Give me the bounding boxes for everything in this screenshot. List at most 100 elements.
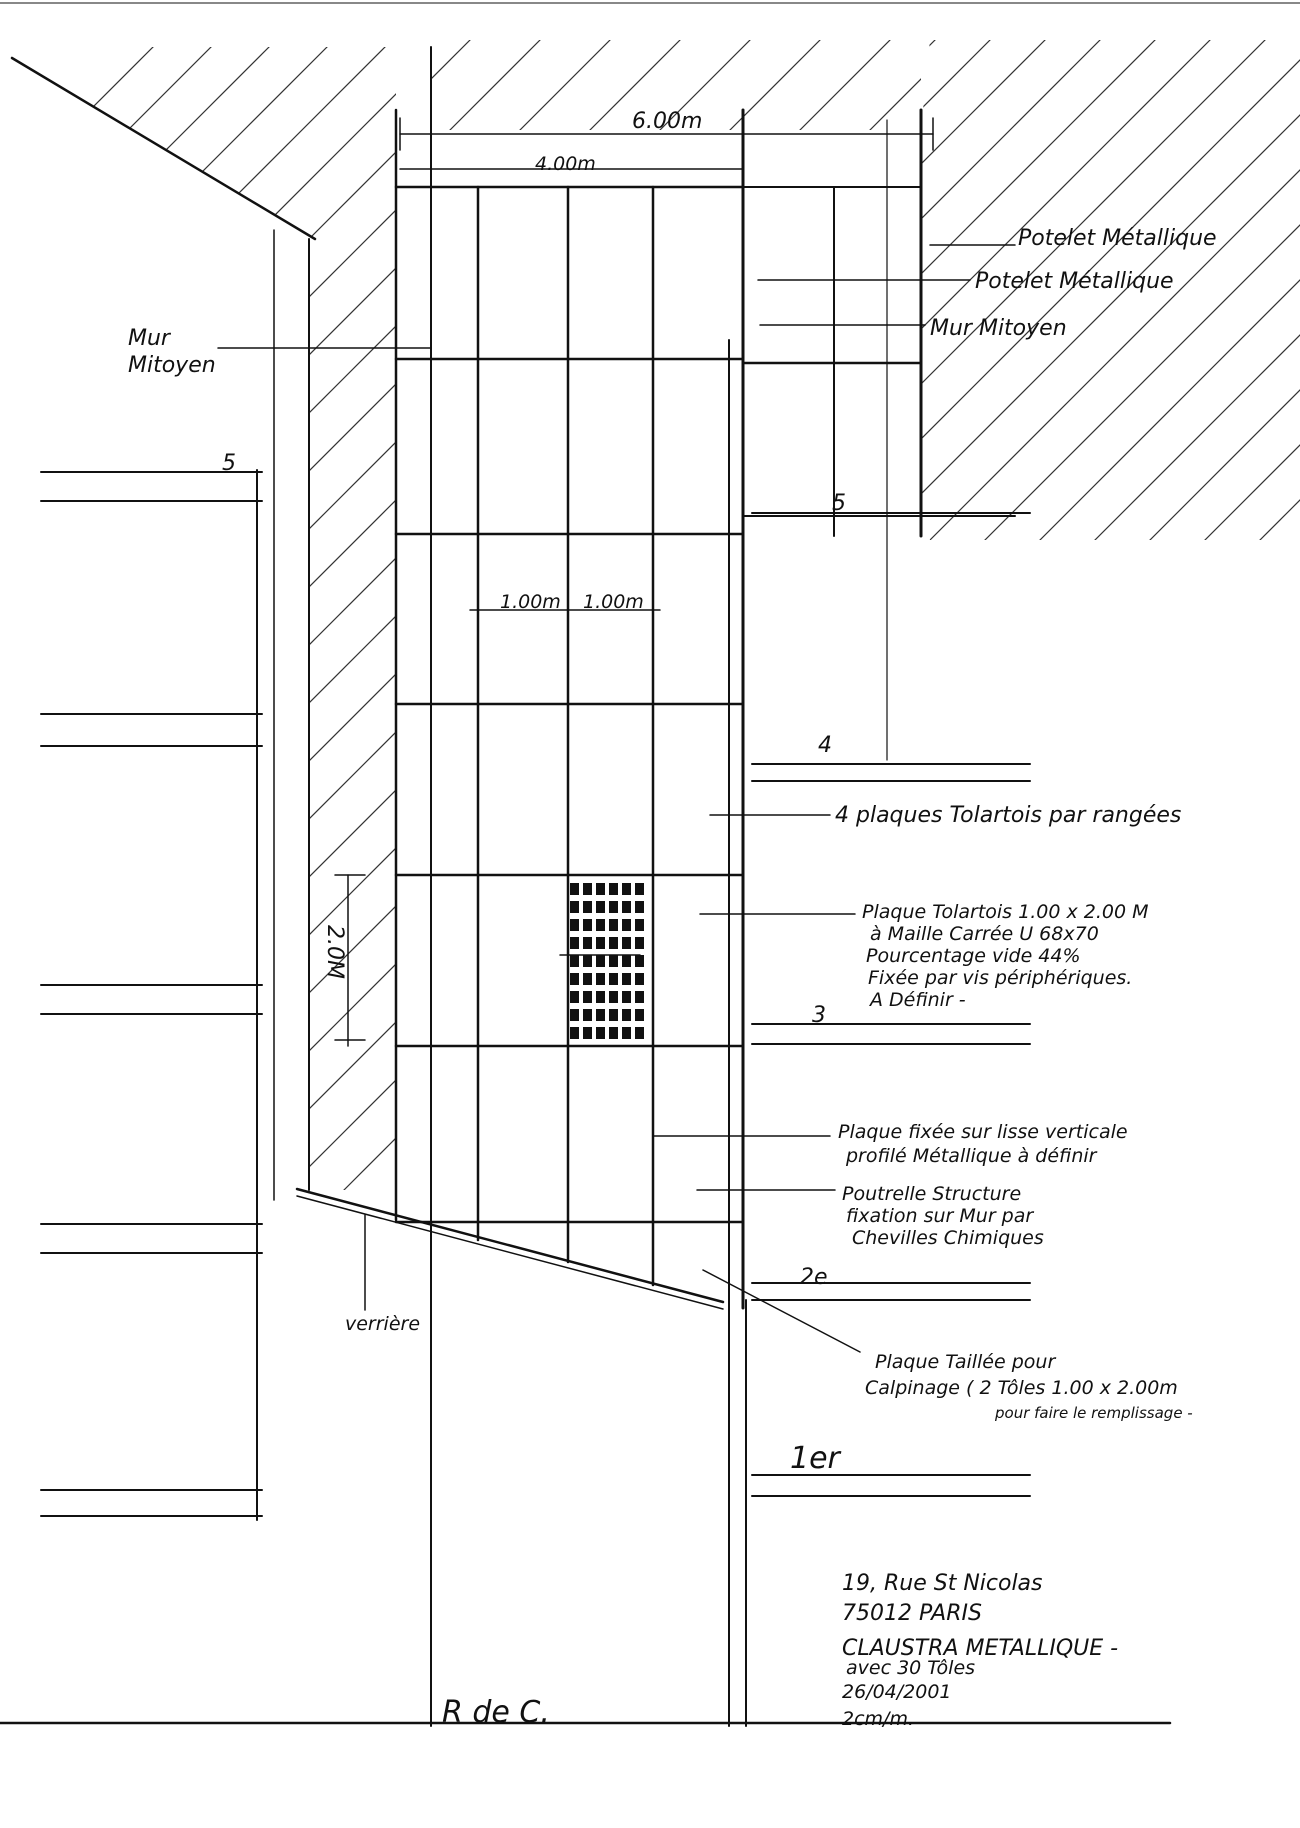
mesh-plate-pattern <box>570 883 644 1039</box>
mesh-cell <box>622 901 631 913</box>
svg-text:Plaque fixée sur lisse vertica: Plaque fixée sur lisse verticale <box>838 1121 1128 1143</box>
mesh-cell <box>596 973 605 985</box>
svg-text:Fixée par vis périphériques.: Fixée par vis périphériques. <box>868 967 1132 989</box>
poutrelle-note: Poutrelle Structure fixation sur Mur par… <box>842 1183 1044 1249</box>
mesh-cell <box>635 973 644 985</box>
hatch-line <box>431 40 721 130</box>
mesh-cell <box>622 937 631 949</box>
label-potelet-2: Potelet Métallique <box>975 269 1174 294</box>
address: 19, Rue St Nicolas <box>842 1571 1043 1596</box>
hatch-line <box>1219 40 1300 540</box>
label-mur-left-2: Mitoyen <box>128 353 216 378</box>
calpinage-note: Plaque Taillée pour Calpinage ( 2 Tôles … <box>865 1351 1193 1422</box>
hatch-line <box>309 239 396 1190</box>
dimension-module-height: 2.0M <box>322 925 347 979</box>
mesh-cell <box>583 1009 592 1021</box>
mesh-cell <box>622 955 631 967</box>
mesh-cell <box>635 1009 644 1021</box>
svg-text:pour faire le remplissage -: pour faire le remplissage - <box>994 1404 1193 1422</box>
mesh-cell <box>609 919 618 931</box>
hatch-line <box>12 47 396 239</box>
plaque-note: Plaque Tolartois 1.00 x 2.00 M à Maille … <box>862 901 1148 1011</box>
svg-text:Chevilles Chimiques: Chevilles Chimiques <box>852 1227 1044 1249</box>
hatch-line <box>12 47 396 239</box>
mesh-cell <box>635 919 644 931</box>
sketch-lines <box>0 2 1300 1727</box>
mesh-cell <box>609 955 618 967</box>
beam-slope <box>295 1187 725 1304</box>
mesh-cell <box>570 955 579 967</box>
floor-right-2: 2e <box>800 1265 828 1290</box>
mesh-cell <box>583 973 592 985</box>
hatch-line <box>309 239 396 1190</box>
mesh-cell <box>622 1027 631 1039</box>
mesh-cell <box>622 973 631 985</box>
hatch-line <box>921 40 1251 540</box>
hatch-line <box>431 40 581 130</box>
dimension-module-width-1: 1.00m <box>500 591 561 613</box>
svg-text:fixation sur Mur par: fixation sur Mur par <box>846 1205 1034 1227</box>
mesh-cell <box>622 1009 631 1021</box>
mesh-cell <box>635 937 644 949</box>
leader-calpinage <box>702 1269 861 1353</box>
mesh-cell <box>583 937 592 949</box>
mesh-cell <box>596 883 605 895</box>
hatch-line <box>0 0 258 1828</box>
hatch-line <box>309 239 396 1190</box>
hatch-line <box>0 0 700 1828</box>
mesh-cell <box>596 1027 605 1039</box>
hatch-line <box>12 47 259 239</box>
hatch-line <box>431 40 651 130</box>
mesh-cell <box>635 955 644 967</box>
mesh-cell <box>570 1009 579 1021</box>
mesh-cell <box>583 901 592 913</box>
mesh-cell <box>570 1027 579 1039</box>
hatch-line <box>431 40 441 130</box>
hatch-line <box>309 239 396 1190</box>
dimension-grid-width: 4.00m <box>535 153 596 175</box>
lisse-note: Plaque fixée sur lisse verticale profilé… <box>838 1121 1128 1167</box>
hatch-line <box>12 47 201 239</box>
mesh-cell <box>609 883 618 895</box>
label-mur-right: Mur Mitoyen <box>930 316 1067 341</box>
hatch-line <box>0 0 370 1828</box>
mesh-cell <box>596 1009 605 1021</box>
mesh-cell <box>609 937 618 949</box>
hatch-line <box>431 40 511 130</box>
mesh-cell <box>635 883 644 895</box>
mesh-cell <box>570 883 579 895</box>
svg-text:Plaque Tolartois 1.00 x 2.00: Plaque Tolartois 1.00 x 2.00 M <box>862 901 1148 923</box>
mesh-cell <box>583 919 592 931</box>
svg-text:Pourcentage vide 44%: Pourcentage vide 44% <box>866 945 1081 967</box>
mesh-cell <box>635 991 644 1003</box>
hatch-line <box>12 47 396 239</box>
label-potelet-1: Potelet Métallique <box>1018 226 1217 251</box>
mesh-cell <box>596 991 605 1003</box>
mesh-cell <box>609 901 618 913</box>
floor-right-5: 5 <box>832 491 846 516</box>
label-ground-floor: R de C. <box>442 1695 550 1730</box>
mesh-cell <box>609 1009 618 1021</box>
beam-slope <box>296 1195 724 1310</box>
mesh-cell <box>609 973 618 985</box>
hatch-line <box>0 0 300 1828</box>
scale: 2cm/m. <box>842 1708 914 1730</box>
mesh-cell <box>622 991 631 1003</box>
dimension-module-width-2: 1.00m <box>583 591 644 613</box>
svg-text:à Maille Carrée U 68x70: à Maille Carrée U 68x70 <box>870 923 1099 945</box>
hatch-line <box>0 0 810 1828</box>
hatch-line <box>12 47 375 239</box>
svg-text:profilé Métallique à définir: profilé Métallique à définir <box>845 1145 1098 1167</box>
mesh-cell <box>570 991 579 1003</box>
mesh-cell <box>570 919 579 931</box>
mesh-cell <box>596 901 605 913</box>
mesh-cell <box>583 991 592 1003</box>
